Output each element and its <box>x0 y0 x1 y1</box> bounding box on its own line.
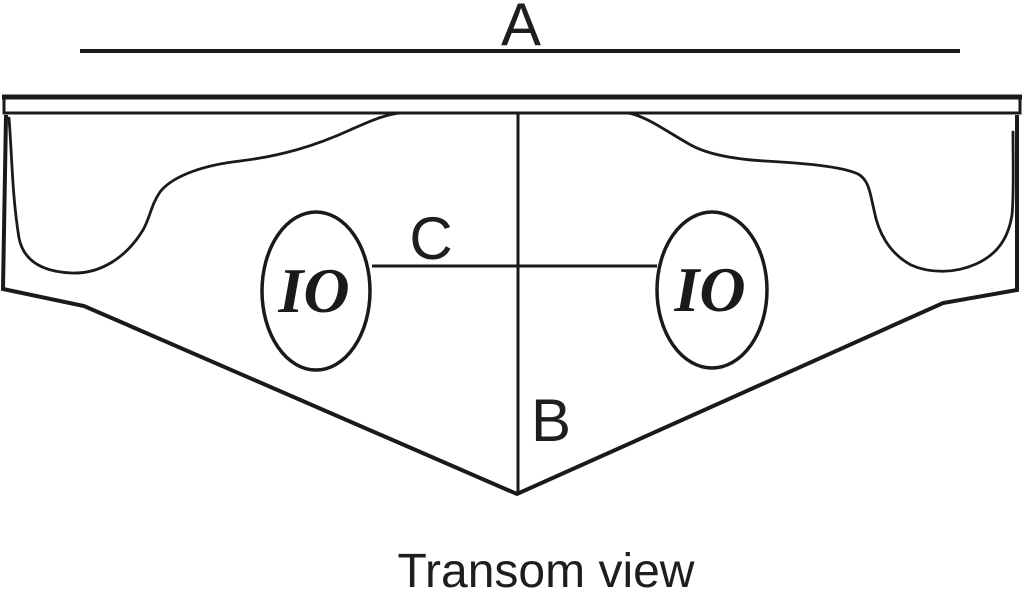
inner-sheer-line-starboard <box>626 111 1015 273</box>
hull-outline <box>0 114 1019 497</box>
inner-sheer-line-port <box>7 111 402 275</box>
starboard-engine-cutout <box>655 210 769 370</box>
dimension-c-label: C <box>409 205 452 272</box>
port-engine-cutout <box>260 210 372 372</box>
starboard-engine-label: IO <box>673 254 745 325</box>
dimension-a-label: A <box>501 0 541 58</box>
caption: Transom view <box>398 545 695 590</box>
dimension-b-label: B <box>531 387 571 454</box>
port-engine-label: IO <box>277 255 349 326</box>
